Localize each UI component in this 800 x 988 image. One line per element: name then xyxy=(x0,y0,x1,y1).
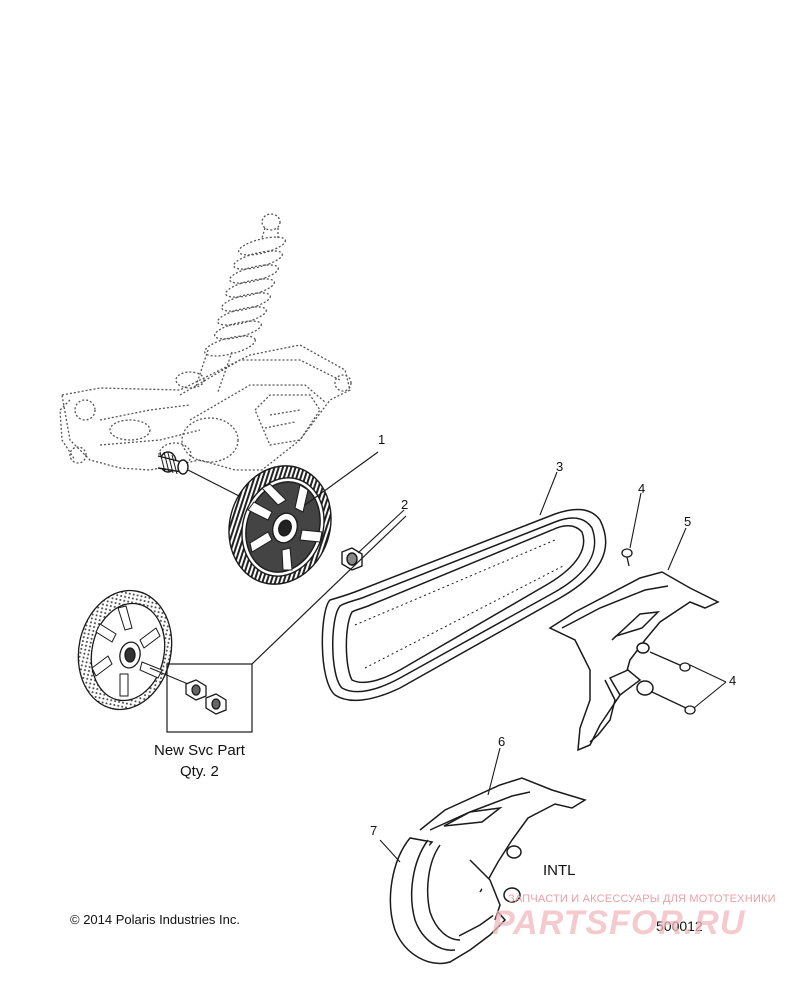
leader-lines xyxy=(304,451,727,863)
nut-part-2 xyxy=(341,547,363,571)
callout-5: 5 xyxy=(684,514,692,529)
drive-belt-part-3 xyxy=(321,508,607,702)
watermark-brand: PARTSFOR.RU xyxy=(492,904,746,942)
callout-7: 7 xyxy=(370,823,378,838)
sprocket-service-part xyxy=(77,589,189,711)
service-part-note-line1: New Svc Part xyxy=(154,742,245,759)
sprocket-part-1 xyxy=(228,465,332,585)
belt-guard-part-7 xyxy=(389,837,507,965)
bolts-part-4-side xyxy=(649,651,696,715)
service-part-box xyxy=(166,515,407,733)
callout-1: 1 xyxy=(378,432,386,447)
service-part-note-line2: Qty. 2 xyxy=(180,763,219,780)
intl-label: INTL xyxy=(543,862,576,879)
figure-id: 500012 xyxy=(656,918,703,934)
callout-3: 3 xyxy=(556,459,564,474)
callout-6: 6 xyxy=(498,734,506,749)
callout-2: 2 xyxy=(401,497,409,512)
bolt-part-4-top xyxy=(621,548,633,567)
callout-4-top: 4 xyxy=(638,481,646,496)
copyright-text: © 2014 Polaris Industries Inc. xyxy=(70,912,240,927)
callout-4-side: 4 xyxy=(729,673,737,688)
axle-stub xyxy=(157,451,244,499)
shock-spring xyxy=(175,213,286,393)
swingarm-assembly-ghost xyxy=(59,213,352,471)
chain-guard-part-6 xyxy=(419,777,587,903)
service-part-nuts xyxy=(185,679,227,715)
swingarm-body xyxy=(59,344,352,471)
chain-guard-part-5 xyxy=(548,571,720,752)
watermark-tagline: ЗАПЧАСТИ И АКСЕССУАРЫ ДЛЯ МОТОТЕХНИКИ xyxy=(508,893,776,905)
